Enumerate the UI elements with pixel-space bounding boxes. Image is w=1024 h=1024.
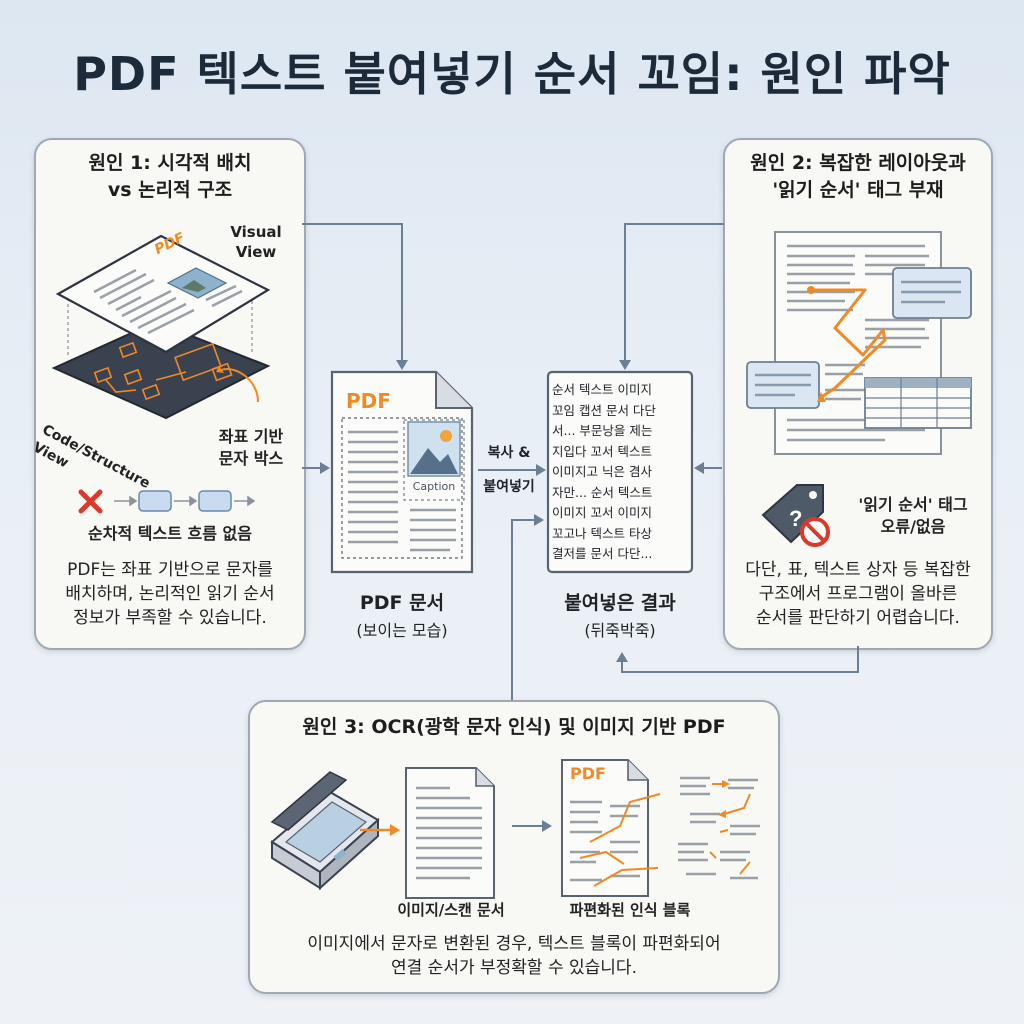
cause2-description: 다단, 표, 텍스트 상자 등 복잡한 구조에서 프로그램이 올바른 순서를 판…	[729, 558, 987, 630]
tag-question-mark: ?	[789, 506, 802, 531]
flow-block-1	[138, 490, 172, 512]
red-x-icon	[78, 489, 103, 514]
fragment-pdf-badge: PDF	[570, 764, 606, 783]
cause1-desc-line2: 배치하며, 논리적인 읽기 순서	[65, 584, 275, 604]
cause3-title: 원인 3: OCR(광학 문자 인식) 및 이미지 기반 PDF	[302, 716, 726, 738]
arrow-cause3-to-copy	[511, 519, 536, 700]
caption-label: Caption	[412, 480, 456, 493]
ocr-illustration	[270, 759, 760, 899]
coord-label-line1: 좌표 기반	[218, 427, 284, 446]
fragmented-pdf-icon	[561, 759, 661, 897]
result-line: 지입다 꼬서 텍스트	[552, 443, 652, 459]
page-title: PDF 텍스트 붙여넣기 순서 꼬임: 원인 파악	[73, 47, 951, 101]
result-line: 결저를 문서 다단...	[552, 546, 653, 561]
coord-box-label: 좌표 기반 문자 박스	[206, 426, 296, 470]
tag-icon	[761, 484, 824, 544]
cause1-desc-line1: PDF는 좌표 기반으로 문자를	[67, 560, 273, 580]
copy-label-line1: 복사 &	[487, 445, 531, 461]
fragment-label: 파편화된 인식 블록	[569, 901, 691, 919]
result-line: 자만... 순서 텍스트	[552, 484, 653, 500]
cause3-desc-line2: 연결 순서가 부정확할 수 있습니다.	[391, 958, 637, 978]
scanned-page-icon	[405, 767, 495, 899]
result-line: 꼬임 캡션 문서 다단	[552, 402, 656, 418]
pdf-doc-caption: PDF 문서 (보이는 모습)	[322, 588, 482, 641]
scanner-icon	[270, 771, 380, 891]
code-layer	[51, 320, 271, 420]
result-line: 꼬고나 텍스트 타상	[552, 525, 652, 541]
coord-label-line2: 문자 박스	[218, 449, 284, 468]
visual-view-label: Visual View	[226, 222, 286, 262]
cause2-panel: 원인 2: 복잡한 레이아웃과 '읽기 순서' 태그 부재	[723, 138, 993, 650]
no-flow-label: 순차적 텍스트 흐름 없음	[88, 524, 252, 543]
cause3-description: 이미지에서 문자로 변환된 경우, 텍스트 블록이 파편화되어 연결 순서가 부…	[256, 932, 772, 980]
cause3-panel: 원인 3: OCR(광학 문자 인식) 및 이미지 기반 PDF	[248, 700, 780, 994]
arrow-cause1-to-pdf	[302, 223, 403, 362]
tag-label-line1: '읽기 순서' 태그	[858, 495, 968, 514]
cause1-desc-line3: 정보가 부족할 수 있습니다.	[73, 608, 267, 628]
pdf-image-placeholder	[407, 421, 461, 477]
cause1-title-line1: 원인 1: 시각적 배치	[88, 152, 252, 174]
copy-label-line2: 붙여넣기	[483, 479, 535, 495]
result-line: 순서 텍스트 이미지	[552, 382, 652, 397]
cause1-title-line2: vs 논리적 구조	[107, 179, 233, 201]
cause1-panel: 원인 1: 시각적 배치 vs 논리적 구조	[30, 138, 306, 650]
layout-illustration: ?	[746, 231, 972, 547]
layout-table	[864, 377, 972, 429]
copy-paste-label: 복사 & 붙여넣기	[478, 436, 540, 504]
cause2-title-line2: '읽기 순서' 태그 부재	[772, 179, 944, 201]
layer-illustration	[51, 234, 271, 514]
cause2-desc-line2: 구조에서 프로그램이 올바른	[758, 584, 958, 604]
pdf-doc-sub: (보이는 모습)	[356, 621, 448, 640]
cause2-desc-line1: 다단, 표, 텍스트 상자 등 복잡한	[745, 560, 971, 580]
result-line: 이미지고 닉은 겸사	[552, 464, 652, 479]
scan-label: 이미지/스캔 문서	[397, 901, 505, 919]
pdf-doc-badge: PDF	[346, 389, 391, 413]
result-sub: (뒤죽박죽)	[584, 621, 656, 640]
cause3-desc-line1: 이미지에서 문자로 변환된 경우, 텍스트 블록이 파편화되어	[307, 934, 721, 954]
fragment-blocks	[678, 776, 760, 880]
cause2-title-line1: 원인 2: 복잡한 레이아웃과	[750, 152, 966, 174]
visual-label-line1: Visual	[230, 223, 282, 241]
pdf-doc-label: PDF 문서	[359, 592, 445, 614]
arrow-cause2-to-result	[624, 223, 724, 362]
reading-path	[811, 288, 887, 400]
cause1-description: PDF는 좌표 기반으로 문자를 배치하며, 논리적인 읽기 순서 정보가 부족…	[40, 558, 300, 630]
result-label: 붙여넣은 결과	[564, 592, 676, 614]
result-line: 서... 부문낭을 제는	[552, 423, 653, 438]
curved-arrow	[220, 368, 259, 403]
cause2-desc-line3: 순서를 판단하기 어렵습니다.	[756, 608, 960, 628]
result-caption: 붙여넣은 결과 (뒤죽박죽)	[540, 588, 700, 641]
tag-label-line2: 오류/없음	[880, 517, 946, 536]
flow-block-2	[198, 490, 232, 512]
visual-label-line2: View	[235, 243, 277, 261]
result-line: 이미지 꼬서 이미지	[552, 505, 652, 520]
tag-label: '읽기 순서' 태그 오류/없음	[843, 494, 983, 538]
prohibited-icon	[800, 517, 830, 547]
